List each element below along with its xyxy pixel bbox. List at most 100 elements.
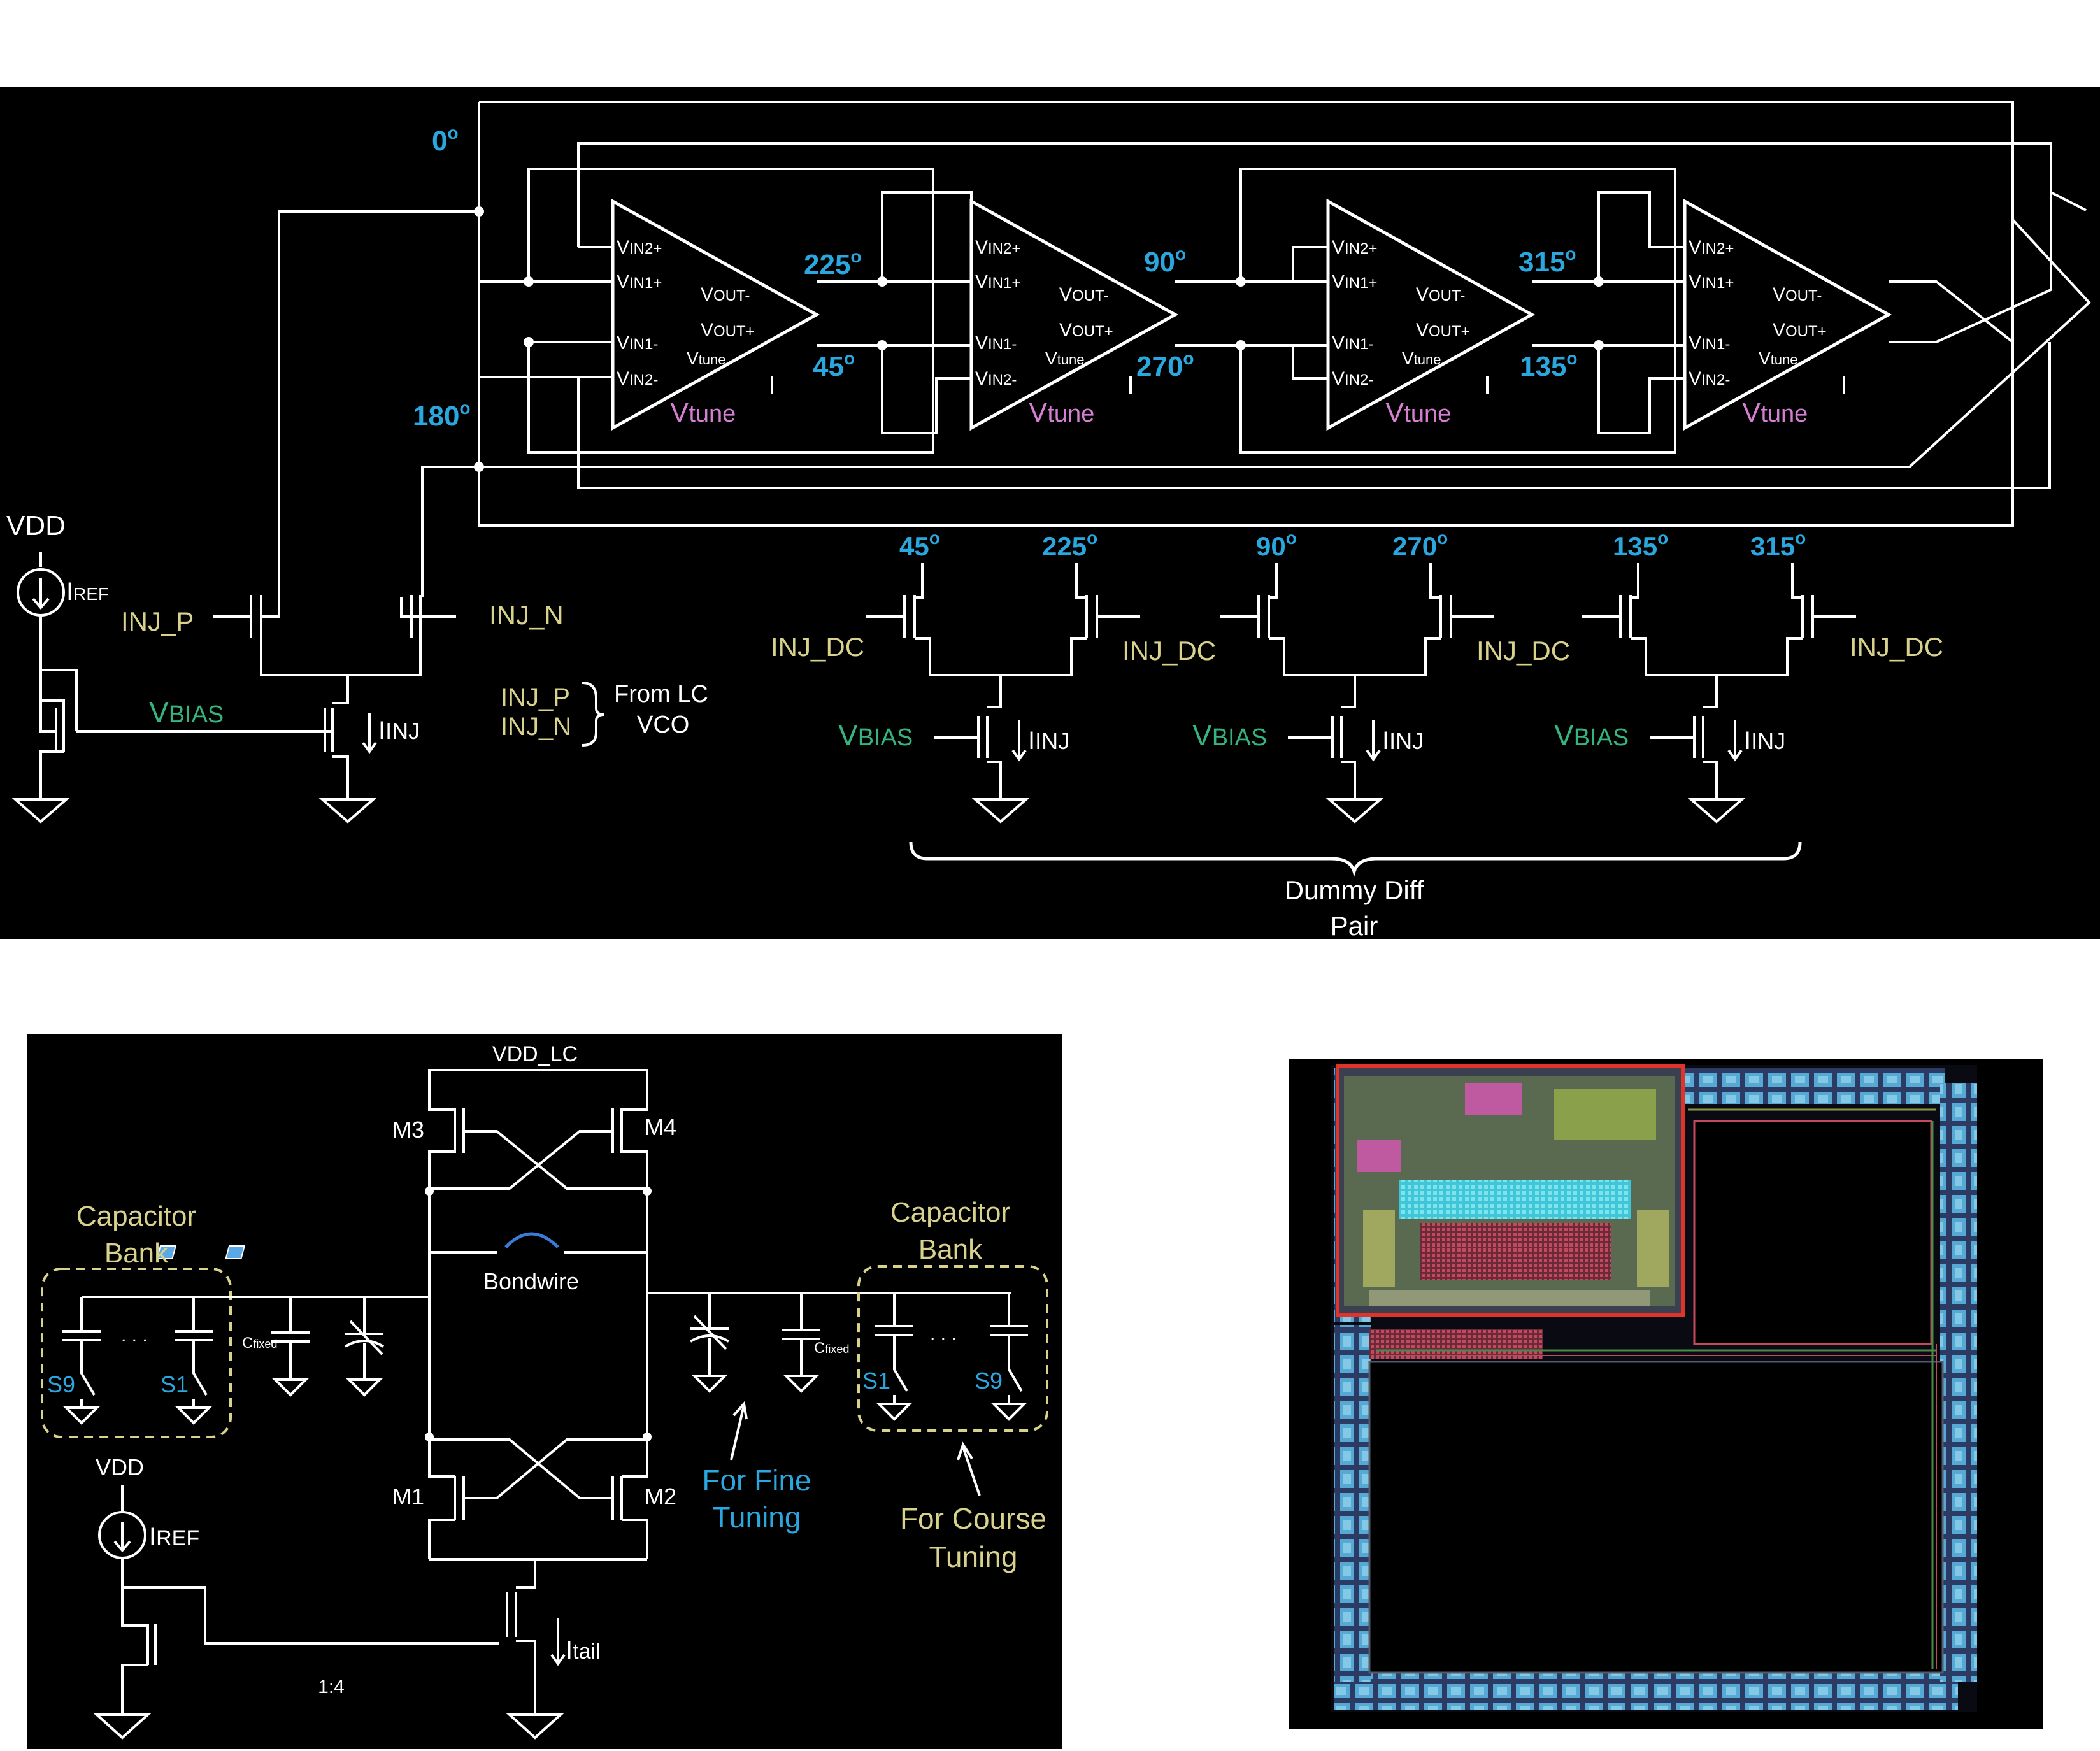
svg-text:VIN1-: VIN1-: [1332, 332, 1373, 354]
svg-text:Vtune: Vtune: [1759, 348, 1798, 368]
svg-text:VIN2-: VIN2-: [1332, 368, 1373, 389]
svg-text:Cfixed: Cfixed: [814, 1340, 849, 1357]
svg-text:VIN2-: VIN2-: [1689, 368, 1730, 389]
svg-text:225o: 225o: [1042, 528, 1097, 561]
iref-label: IREF: [66, 578, 109, 606]
svg-text:VIN1+: VIN1+: [1689, 271, 1734, 292]
svg-text:135o: 135o: [1613, 528, 1668, 561]
svg-text:1:4: 1:4: [318, 1676, 345, 1697]
svg-text:Capacitor: Capacitor: [890, 1197, 1010, 1228]
stage-4-triangle: [1683, 198, 1892, 431]
dummy-diff-pairs: 45o 225o INJ_DC INJ_DC VBIAS IINJ: [771, 528, 1943, 941]
svg-text:VIN2+: VIN2+: [1689, 237, 1734, 258]
brace-symbol: [582, 682, 604, 747]
svg-text:INJ_DC: INJ_DC: [1122, 636, 1216, 666]
svg-text:Tuning: Tuning: [929, 1540, 1018, 1573]
bondwire-label: Bondwire: [483, 1268, 579, 1294]
ring-wiring: [278, 101, 2091, 600]
svg-text:M4: M4: [645, 1114, 676, 1140]
svg-text:INJ_DC: INJ_DC: [1850, 632, 1943, 662]
svg-text:VBIAS: VBIAS: [838, 718, 913, 752]
top-panel-background: [0, 87, 2100, 939]
fine-tuning-label: For Fine: [702, 1464, 811, 1497]
svg-text:INJ_DC: INJ_DC: [1476, 636, 1570, 666]
delay-stage-1: [611, 198, 820, 431]
vdd-label: VDD: [6, 510, 66, 541]
phase-90-label: 90o: [1144, 244, 1186, 278]
bondwire-arc: [504, 1232, 559, 1248]
from-lc-label: From LC: [614, 681, 708, 708]
svg-text:Tuning: Tuning: [713, 1501, 801, 1534]
highlight-box: [1336, 1064, 1685, 1317]
delay-stage-4: [1683, 198, 1892, 431]
phase-180-label: 180o: [413, 398, 471, 432]
svg-text:INJ_DC: INJ_DC: [771, 632, 864, 662]
svg-text:. . .: . . .: [930, 1324, 957, 1345]
svg-text:VIN1-: VIN1-: [975, 332, 1017, 354]
svg-text:Itail: Itail: [566, 1636, 601, 1664]
svg-text:S9: S9: [975, 1368, 1003, 1394]
left-capacitor-bank: Capacitor Bank . . . S9 S1 Cfixed: [41, 1201, 429, 1438]
lc-panel-background: [27, 1034, 1062, 1749]
svg-text:VOUT-: VOUT-: [1773, 284, 1822, 305]
svg-text:VIN1+: VIN1+: [617, 271, 662, 292]
phase-270-label: 270o: [1136, 348, 1194, 382]
svg-text:S1: S1: [862, 1368, 890, 1394]
stage-2-triangle: [969, 198, 1179, 431]
svg-text:VOUT-: VOUT-: [1416, 284, 1465, 305]
inj-p-label: INJ_P: [121, 606, 194, 636]
svg-text:Vtune: Vtune: [1029, 397, 1094, 428]
svg-text:315o: 315o: [1750, 528, 1806, 561]
svg-text:Vtune: Vtune: [687, 348, 726, 368]
svg-text:S9: S9: [47, 1371, 75, 1397]
svg-text:Cfixed: Cfixed: [242, 1334, 277, 1352]
dummy-pair-3: 135o 315o INJ_DC VBIAS IINJ: [1554, 528, 1943, 824]
stage-pin-labels: VIN2+ VIN1+ VIN1- VIN2- VOUT- VOUT+ Vtun…: [617, 237, 1827, 428]
dummy-pair-1: 45o 225o INJ_DC INJ_DC VBIAS IINJ: [771, 528, 1216, 824]
pair-label: Pair: [1331, 911, 1378, 941]
vco-core-block: [1336, 1064, 1685, 1317]
svg-text:M3: M3: [392, 1117, 424, 1143]
stage-3-triangle: [1326, 198, 1536, 431]
bondwire-pad-left: [156, 1245, 177, 1259]
phase-labels: 0o 180o 225o 45o 90o 270o 315o 135o: [413, 123, 1578, 432]
svg-text:VIN1-: VIN1-: [1689, 332, 1730, 354]
svg-text:VIN1-: VIN1-: [617, 332, 658, 354]
svg-text:VIN1+: VIN1+: [1332, 271, 1377, 292]
svg-text:Vtune: Vtune: [1742, 397, 1808, 428]
svg-text:Vtune: Vtune: [670, 397, 736, 428]
vdd-lc-label: VDD_LC: [492, 1042, 578, 1066]
inj-p-note: INJ_P: [501, 683, 570, 711]
svg-text:S1: S1: [161, 1371, 189, 1397]
svg-text:IINJ: IINJ: [1028, 727, 1069, 755]
delay-stage-3: [1326, 198, 1536, 431]
svg-text:VIN1+: VIN1+: [975, 271, 1020, 292]
vbias-label: VBIAS: [149, 696, 224, 729]
svg-text:Bank: Bank: [918, 1234, 983, 1265]
ground-symbol-2: [318, 798, 377, 824]
ground-symbol-1: [11, 798, 70, 824]
dummy-pair-2: 90o 270o INJ_DC VBIAS IINJ: [1192, 528, 1570, 824]
svg-text:. . .: . . .: [121, 1325, 148, 1346]
delay-stage-2: [969, 198, 1179, 431]
svg-text:VBIAS: VBIAS: [1554, 718, 1629, 752]
svg-text:Vtune: Vtune: [1402, 348, 1441, 368]
lc-vco-schematic: VDD_LC M3 M4 Bondwire: [27, 1034, 1062, 1749]
svg-text:VBIAS: VBIAS: [1192, 718, 1267, 752]
svg-text:M2: M2: [645, 1483, 676, 1510]
svg-text:VIN2+: VIN2+: [617, 237, 662, 258]
svg-text:IREF: IREF: [149, 1523, 199, 1551]
iinj-label: IINJ: [378, 717, 420, 745]
injection-circuit: VDD IREF VBIAS IINJ: [6, 510, 708, 824]
dummy-diff-label: Dummy Diff: [1285, 875, 1424, 905]
vco-label: VCO: [637, 711, 689, 738]
svg-text:VOUT-: VOUT-: [701, 284, 750, 305]
right-capacitor-bank: Cfixed Capacitor Bank . . . S1 S9: [647, 1197, 1048, 1432]
svg-text:VOUT+: VOUT+: [1416, 320, 1470, 341]
svg-text:Vtune: Vtune: [1385, 397, 1451, 428]
svg-text:M1: M1: [392, 1483, 424, 1510]
svg-text:Bank: Bank: [104, 1238, 169, 1269]
svg-text:VIN2+: VIN2+: [975, 237, 1020, 258]
svg-text:VIN2+: VIN2+: [1332, 237, 1377, 258]
